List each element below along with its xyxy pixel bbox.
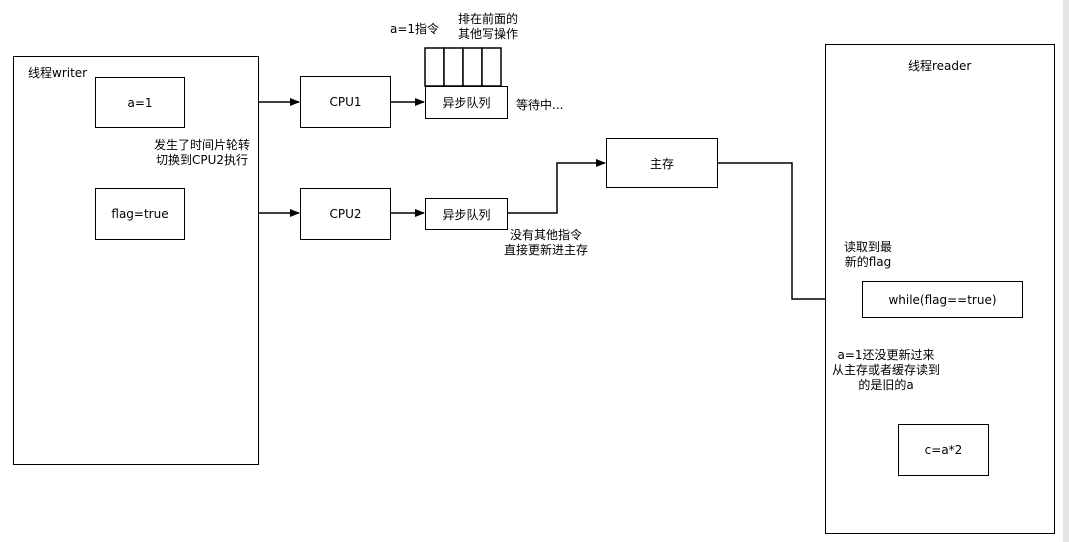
pending-op-slot xyxy=(481,47,502,87)
node-c-calc: c=a*2 xyxy=(898,424,989,476)
pending-op-slot xyxy=(424,47,445,87)
label-time-slice-line2: 切换到CPU2执行 xyxy=(155,153,249,167)
window-edge xyxy=(1063,0,1069,542)
label-stale-a-line2: 从主存或者缓存读到 xyxy=(831,363,940,377)
node-async-queue-2: 异步队列 xyxy=(425,198,508,230)
label-instr-a1: a=1指令 xyxy=(390,22,440,36)
reader-thread-title: 线程reader xyxy=(908,59,972,73)
pending-ops-stack xyxy=(424,47,502,87)
pending-op-slot xyxy=(443,47,464,87)
label-no-other-instr: 没有其他指令 直接更新进主存 xyxy=(496,228,596,258)
node-cpu2: CPU2 xyxy=(300,188,391,240)
label-front-ops-line2: 其他写操作 xyxy=(457,27,518,41)
node-while-loop: while(flag==true) xyxy=(862,281,1023,318)
node-flag-true: flag=true xyxy=(95,188,185,240)
label-time-slice: 发生了时间片轮转 切换到CPU2执行 xyxy=(146,138,258,168)
label-no-other-instr-line2: 直接更新进主存 xyxy=(503,243,588,257)
label-read-latest-flag-line2: 新的flag xyxy=(844,255,892,269)
label-waiting: 等待中... xyxy=(516,98,564,112)
label-stale-a-line3: 的是旧的a xyxy=(858,378,914,392)
label-front-ops: 排在前面的 其他写操作 xyxy=(448,12,528,42)
node-cpu1: CPU1 xyxy=(300,76,391,128)
label-stale-a-line1: a=1还没更新过来 xyxy=(837,348,935,362)
label-read-latest-flag-line1: 读取到最 xyxy=(843,240,892,254)
label-front-ops-line1: 排在前面的 xyxy=(457,12,518,26)
node-a-equals-1: a=1 xyxy=(95,77,185,128)
node-async-queue-1: 异步队列 xyxy=(425,86,508,119)
label-stale-a: a=1还没更新过来 从主存或者缓存读到 的是旧的a xyxy=(818,348,954,393)
pending-op-slot xyxy=(462,47,483,87)
node-main-memory: 主存 xyxy=(606,138,718,188)
label-read-latest-flag: 读取到最 新的flag xyxy=(836,240,900,270)
label-time-slice-line1: 发生了时间片轮转 xyxy=(153,138,250,152)
writer-thread-title: 线程writer xyxy=(28,66,88,80)
arrow-queue2-to-main-memory xyxy=(508,159,606,214)
label-no-other-instr-line1: 没有其他指令 xyxy=(509,228,582,242)
